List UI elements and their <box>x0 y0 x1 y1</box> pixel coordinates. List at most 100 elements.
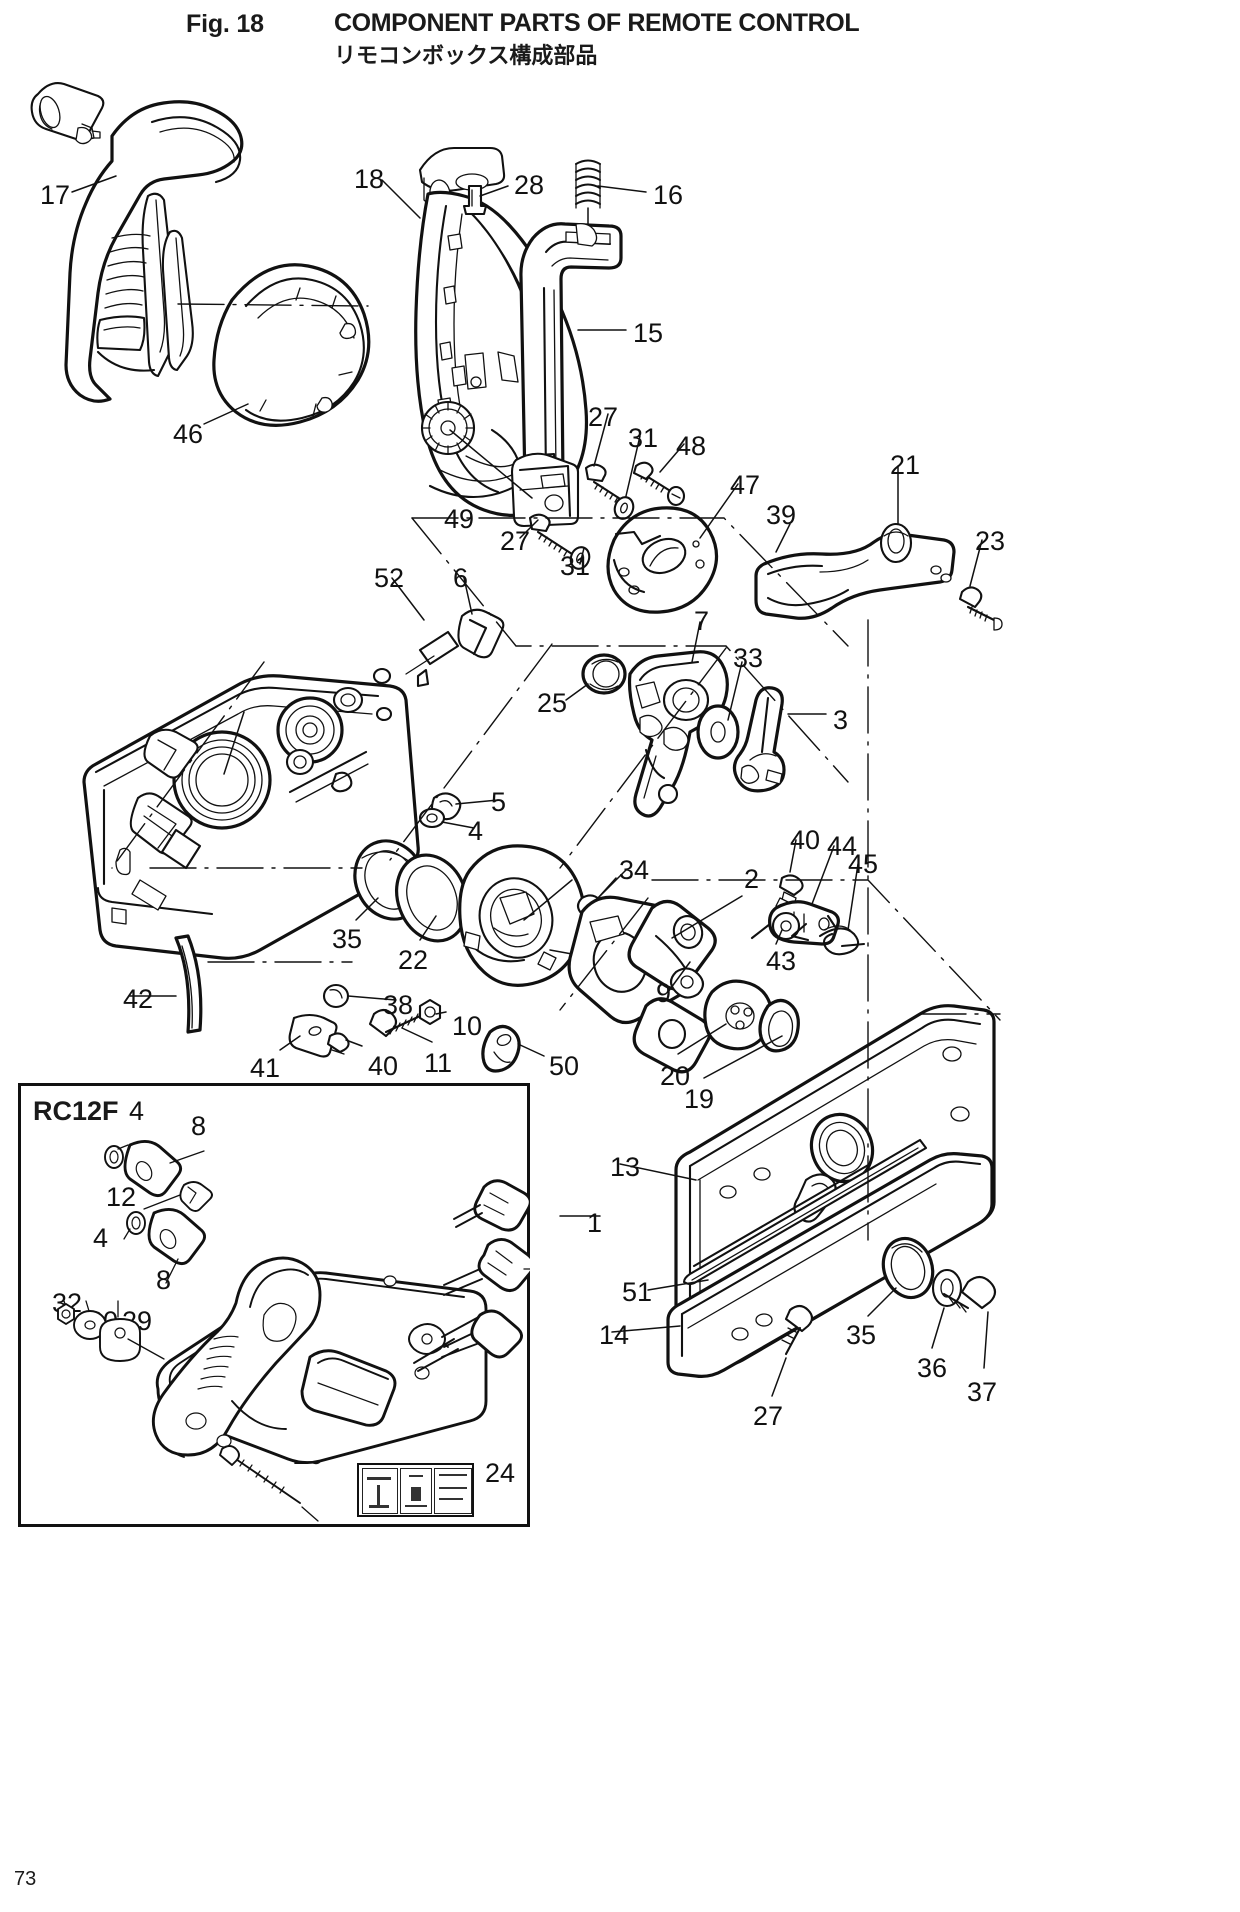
callout-11: 11 <box>424 1048 453 1078</box>
part-3-shift-lever <box>732 686 827 793</box>
part-28-screw <box>462 184 488 216</box>
callout-3: 3 <box>833 705 849 735</box>
part-27-screw-a <box>584 463 630 507</box>
part-38-ball <box>322 983 350 1009</box>
callout-35: 35 <box>846 1320 877 1350</box>
callout-17: 17 <box>40 180 71 210</box>
callout-49: 49 <box>444 504 475 534</box>
callout-27: 27 <box>588 402 619 432</box>
part-21-bushing <box>879 522 913 564</box>
part-13-side-cover <box>674 1004 996 1368</box>
callout-33: 33 <box>733 643 764 673</box>
callout-4: 4 <box>93 1223 109 1253</box>
callout-37: 37 <box>967 1377 998 1407</box>
callout-48: 48 <box>676 431 707 461</box>
part-10-nut <box>418 998 447 1026</box>
callout-25: 25 <box>537 688 568 718</box>
callout-52: 52 <box>374 563 405 593</box>
part-5-e-clip <box>430 792 462 821</box>
rc12f-inset-frame <box>18 1083 530 1527</box>
part-16-spring <box>574 159 602 239</box>
part-40-screw-a <box>775 874 804 915</box>
callout-51: 51 <box>622 1277 653 1307</box>
callout-40: 40 <box>368 1051 399 1081</box>
page-title: COMPONENT PARTS OF REMOTE CONTROL <box>334 9 860 37</box>
part-39-plate-arm <box>754 523 956 620</box>
callout-14: 14 <box>599 1320 630 1350</box>
page-title-japanese: リモコンボックス構成部品 <box>334 44 598 69</box>
part-4-washer <box>418 807 446 829</box>
page-number: 73 <box>14 1868 37 1890</box>
part-52-lower-housing <box>82 667 420 960</box>
part-47-cam-disc <box>606 506 719 614</box>
part-7-bracket-plate <box>627 650 729 818</box>
callout-31: 31 <box>628 423 659 453</box>
callout-40: 40 <box>790 825 821 855</box>
callout-44: 44 <box>827 831 858 861</box>
part-19-oval-seal <box>703 998 800 1079</box>
callout-39: 39 <box>766 500 797 530</box>
callout-23: 23 <box>975 526 1006 556</box>
part-25-seal-collar <box>581 653 627 695</box>
callout-50: 50 <box>549 1051 580 1081</box>
part-33-washer <box>696 661 743 760</box>
part-17-handle-grip <box>30 82 244 403</box>
part-24-decal <box>357 1463 474 1517</box>
part-40-screw-b <box>326 1032 363 1055</box>
callout-18: 18 <box>354 164 385 194</box>
callout-38: 38 <box>383 990 414 1020</box>
callout-1: 1 <box>587 1208 603 1238</box>
page-header: Fig. 18 COMPONENT PARTS OF REMOTE CONTRO… <box>0 4 1240 69</box>
callout-2: 2 <box>744 864 760 894</box>
callout-47: 47 <box>730 470 761 500</box>
part-27-screw-c <box>771 1304 814 1397</box>
callout-4: 4 <box>468 816 484 846</box>
callout-4: 4 <box>129 1096 145 1126</box>
callout-24: 24 <box>485 1458 516 1488</box>
part-6-pivot-pin <box>405 608 505 688</box>
rc12f-inset-label: RC12F <box>33 1096 119 1126</box>
callout-34: 34 <box>619 855 650 885</box>
part-34-pin <box>576 877 617 920</box>
callout-46: 46 <box>173 419 204 449</box>
callout-16: 16 <box>653 180 684 210</box>
callout-5: 5 <box>491 787 507 817</box>
part-31-washer-a <box>613 496 635 520</box>
part-15-shift-bracket <box>519 222 623 508</box>
part-18-control-lever <box>414 146 589 517</box>
callout-41: 41 <box>250 1053 281 1083</box>
callout-28: 28 <box>514 170 545 200</box>
callout-8: 8 <box>191 1111 207 1141</box>
part-36-washer <box>931 1268 963 1349</box>
callout-20: 20 <box>660 1061 691 1091</box>
part-46-handle-cover <box>212 263 371 427</box>
callout-13: 13 <box>610 1152 641 1182</box>
part-22-friction-plate <box>395 853 469 943</box>
part-20-cam <box>677 979 774 1055</box>
callout-10: 10 <box>452 1011 483 1041</box>
callout-7: 7 <box>694 606 710 636</box>
part-45-spring-clip <box>790 914 866 956</box>
part-43-pin <box>771 911 801 945</box>
part-35-seal-ring-a <box>353 839 427 921</box>
callout-15: 15 <box>633 318 664 348</box>
part-27-screw-b <box>528 513 574 557</box>
part-42-gasket-strip <box>174 934 203 1034</box>
part-44-detent-lever <box>750 900 840 946</box>
part-14-lower-cover <box>666 1152 994 1378</box>
callout-42: 42 <box>123 984 154 1014</box>
callout-43: 43 <box>766 946 797 976</box>
callout-35: 35 <box>332 924 363 954</box>
part-41-plate <box>279 1013 338 1058</box>
callout-6: 6 <box>453 563 469 593</box>
callout-31: 31 <box>560 551 591 581</box>
callout-27: 27 <box>500 526 531 556</box>
part-35-seal-ring-b <box>867 1236 935 1317</box>
callout-19: 19 <box>684 1084 715 1114</box>
figure-number: Fig. 18 <box>186 10 264 38</box>
callout-45: 45 <box>848 849 879 879</box>
callout-36: 36 <box>917 1353 948 1383</box>
callout-27: 27 <box>753 1401 784 1431</box>
